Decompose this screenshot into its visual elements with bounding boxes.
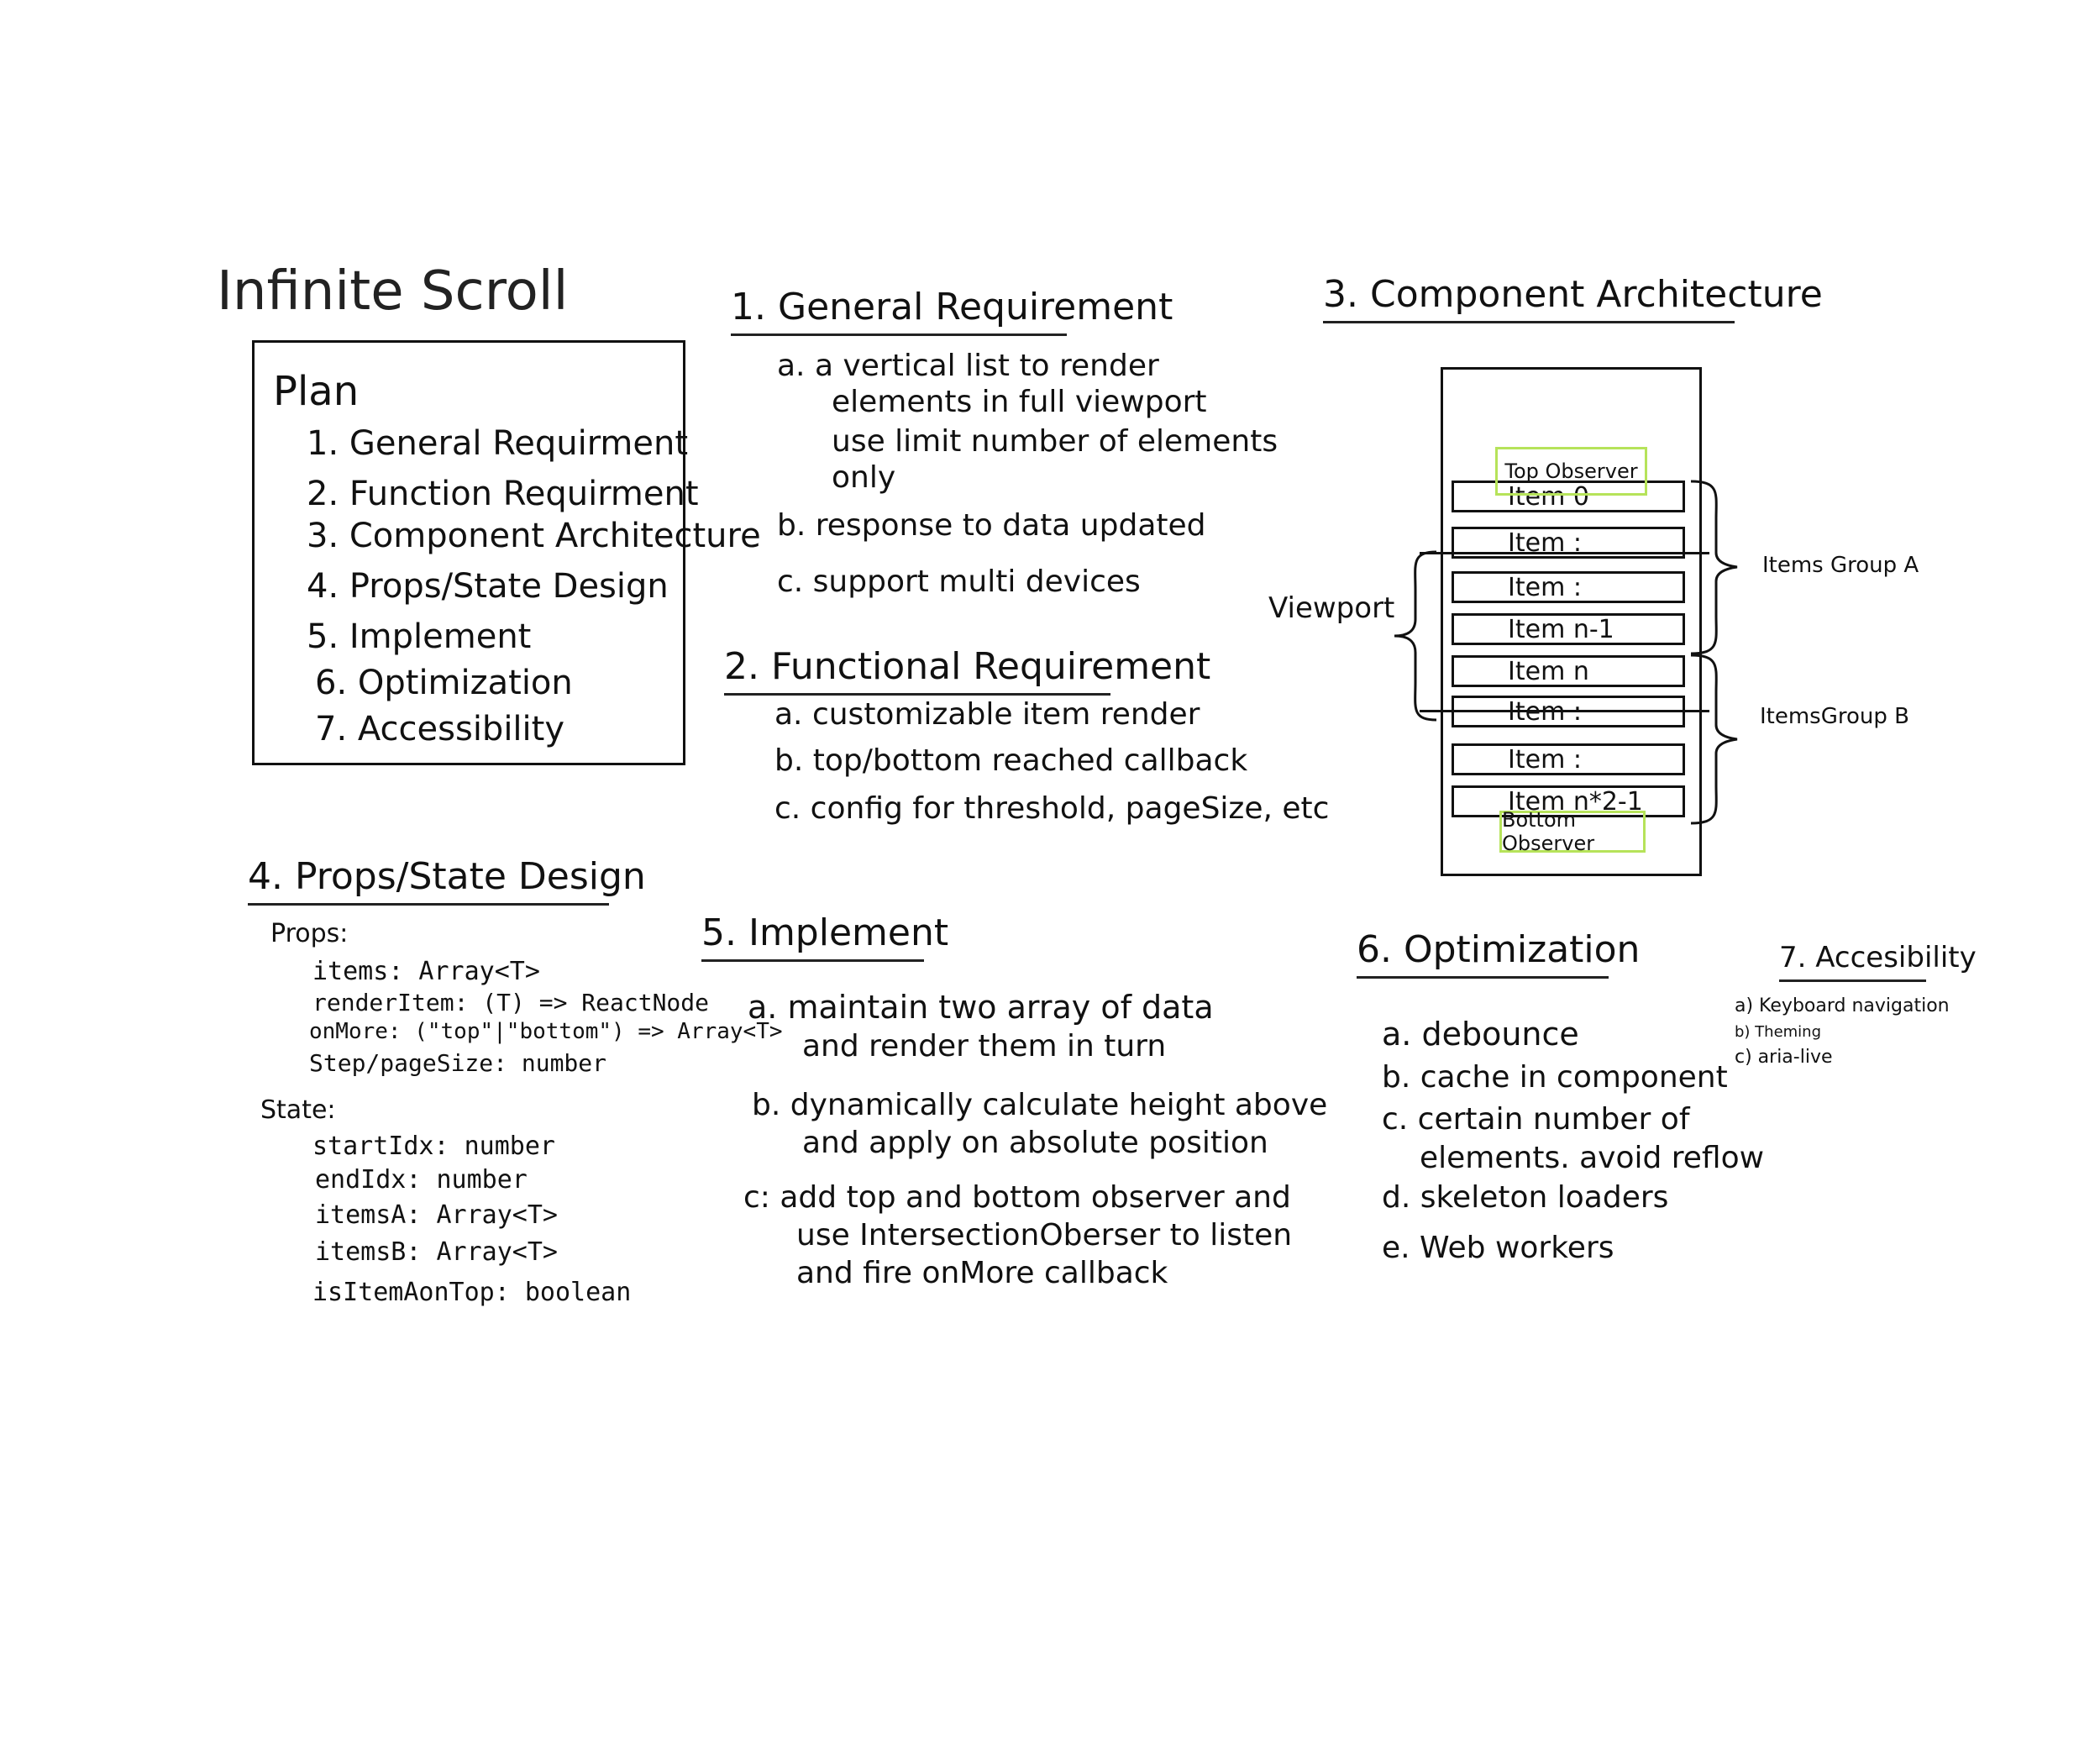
accessibility-heading: 7. Accesibility <box>1779 941 1977 982</box>
optimization-item-5: d. skeleton loaders <box>1382 1180 1669 1215</box>
plan-item-3: 3. Component Architecture <box>307 517 761 555</box>
props-heading: 4. Props/State Design <box>248 855 646 906</box>
general-a3: use limit number of elements <box>832 424 1278 459</box>
list-item-label: Item n-1 <box>1508 614 1614 644</box>
optimization-item-6: e. Web workers <box>1382 1231 1614 1265</box>
top-observer: Top Observer <box>1495 447 1647 496</box>
general-c: c. support multi devices <box>777 565 1141 599</box>
list-item: Item n <box>1452 655 1685 687</box>
plan-item-4: 4. Props/State Design <box>307 567 669 606</box>
state-item-3: itemsA: Array<T> <box>315 1200 558 1230</box>
plan-heading: Plan <box>273 368 360 415</box>
plan-item-5: 5. Implement <box>307 617 532 656</box>
implement-a2: and render them in turn <box>802 1029 1167 1063</box>
list-item-label: Item n <box>1508 656 1589 686</box>
implement-c3: and fire onMore callback <box>796 1256 1168 1290</box>
container-box <box>1441 367 1702 876</box>
implement-a1: a. maintain two array of data <box>748 989 1214 1026</box>
props-item-3: onMore: ("top"|"bottom") => Array<T> <box>309 1019 783 1044</box>
general-a2: elements in full viewport <box>832 385 1207 419</box>
props-item-4: Step/pageSize: number <box>309 1049 607 1077</box>
optimization-item-3: c. certain number of <box>1382 1102 1690 1137</box>
props-item-1: items: Array<T> <box>312 957 540 986</box>
viewport-bottom-line <box>1420 710 1709 712</box>
functional-b: b. top/bottom reached callback <box>774 743 1248 778</box>
plan-item-1: 1. General Requirment <box>307 424 689 463</box>
implement-c1: c: add top and bottom observer and <box>743 1180 1291 1215</box>
viewport-brace <box>1394 550 1437 722</box>
group-a-brace <box>1690 480 1738 655</box>
general-heading: 1. General Requirement <box>731 286 1173 336</box>
functional-c: c. config for threshold, pageSize, etc <box>774 791 1330 826</box>
accessibility-item-2: b) Theming <box>1735 1023 1822 1041</box>
group-b-brace <box>1690 654 1738 825</box>
implement-c2: use IntersectionOberser to listen <box>796 1218 1293 1252</box>
viewport-top-line <box>1420 552 1709 554</box>
group-a-label: Items Group A <box>1762 553 1919 578</box>
plan-item-2: 2. Function Requirment <box>307 475 699 513</box>
optimization-item-2: b. cache in component <box>1382 1060 1728 1095</box>
functional-a: a. customizable item render <box>774 697 1200 732</box>
general-b: b. response to data updated <box>777 508 1206 543</box>
props-label: Props: <box>270 919 349 948</box>
list-item-label: Item : <box>1508 572 1582 602</box>
optimization-heading: 6. Optimization <box>1357 928 1640 979</box>
state-item-2: endIdx: number <box>315 1165 528 1195</box>
implement-heading: 5. Implement <box>701 911 948 962</box>
state-label: State: <box>260 1095 336 1125</box>
implement-b2: and apply on absolute position <box>802 1126 1268 1160</box>
page-title: Infinite Scroll <box>217 260 569 323</box>
architecture-heading: 3. Component Architecture <box>1323 273 1823 323</box>
bottom-observer: Bottom Observer <box>1499 808 1646 855</box>
plan-item-7: 7. Accessibility <box>315 710 565 748</box>
list-item: Item : <box>1452 571 1685 603</box>
list-item: Item n-1 <box>1452 613 1685 645</box>
viewport-label: Viewport <box>1268 591 1395 625</box>
plan-item-6: 6. Optimization <box>315 664 573 702</box>
functional-heading: 2. Functional Requirement <box>724 645 1210 696</box>
list-item-label: Item : <box>1508 744 1582 775</box>
state-item-1: startIdx: number <box>312 1132 555 1161</box>
plan-box <box>252 340 685 765</box>
optimization-item-1: a. debounce <box>1382 1016 1579 1053</box>
list-item-label: Item 0 <box>1508 481 1589 512</box>
accessibility-item-3: c) aria-live <box>1735 1047 1833 1068</box>
list-item: Item : <box>1452 743 1685 775</box>
list-item: Item 0 <box>1452 481 1685 512</box>
group-b-label: ItemsGroup B <box>1760 704 1909 729</box>
props-item-2: renderItem: (T) => ReactNode <box>312 989 710 1016</box>
general-a4: only <box>832 460 896 495</box>
state-item-4: itemsB: Array<T> <box>315 1237 558 1267</box>
implement-b1: b. dynamically calculate height above <box>752 1088 1328 1122</box>
accessibility-item-1: a) Keyboard navigation <box>1735 995 1950 1016</box>
state-item-5: isItemAonTop: boolean <box>312 1278 632 1307</box>
general-a: a. a vertical list to render <box>777 349 1159 383</box>
optimization-item-4: elements. avoid reflow <box>1420 1141 1765 1175</box>
